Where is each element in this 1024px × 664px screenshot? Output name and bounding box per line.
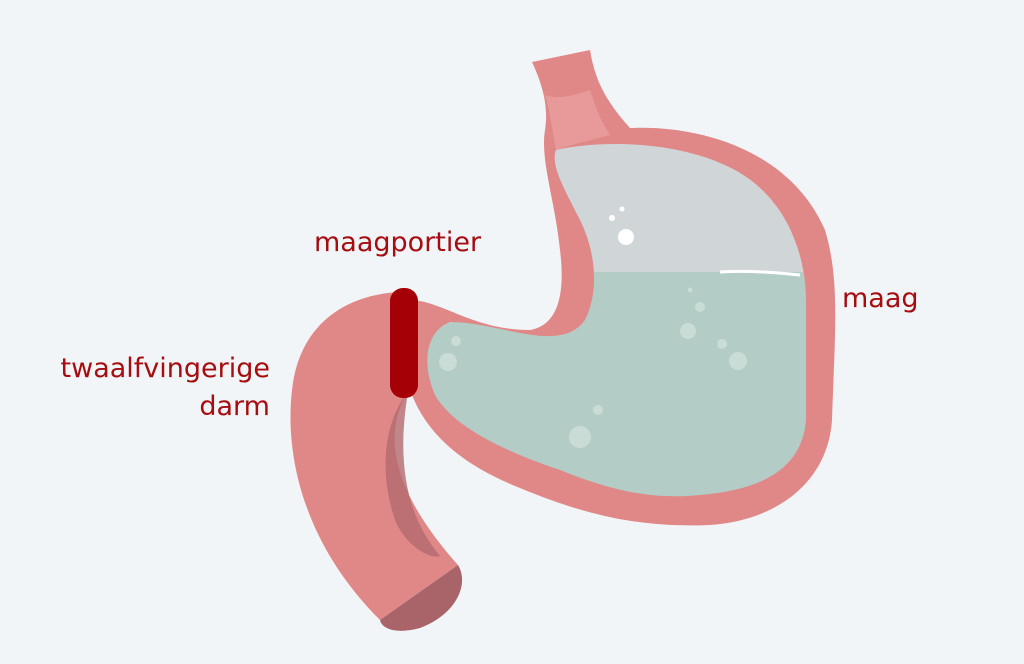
label-stomach: maag	[842, 283, 919, 314]
bubble	[439, 353, 457, 371]
bubble	[619, 206, 625, 212]
label-duodenum-line1: twaalfvingerige	[60, 353, 270, 384]
duodenum-shadow	[385, 392, 440, 557]
bubble	[687, 287, 693, 293]
bubble	[618, 229, 634, 245]
bubble	[729, 352, 747, 370]
label-duodenum: twaalfvingerige darm	[61, 350, 270, 426]
bubble	[695, 302, 705, 312]
bubble	[593, 405, 603, 415]
label-pylorus: maagportier	[314, 227, 482, 258]
pylorus-band	[390, 288, 418, 398]
label-duodenum-line2: darm	[199, 391, 270, 422]
esophagus-lumen	[545, 90, 610, 150]
bubble	[451, 336, 461, 346]
fluid-surface	[719, 269, 801, 277]
bubble	[609, 215, 615, 221]
bubble	[569, 426, 591, 448]
fluid-layer	[427, 272, 806, 497]
bubble	[717, 339, 727, 349]
bubble	[680, 323, 696, 339]
duodenum-opening	[380, 565, 463, 631]
